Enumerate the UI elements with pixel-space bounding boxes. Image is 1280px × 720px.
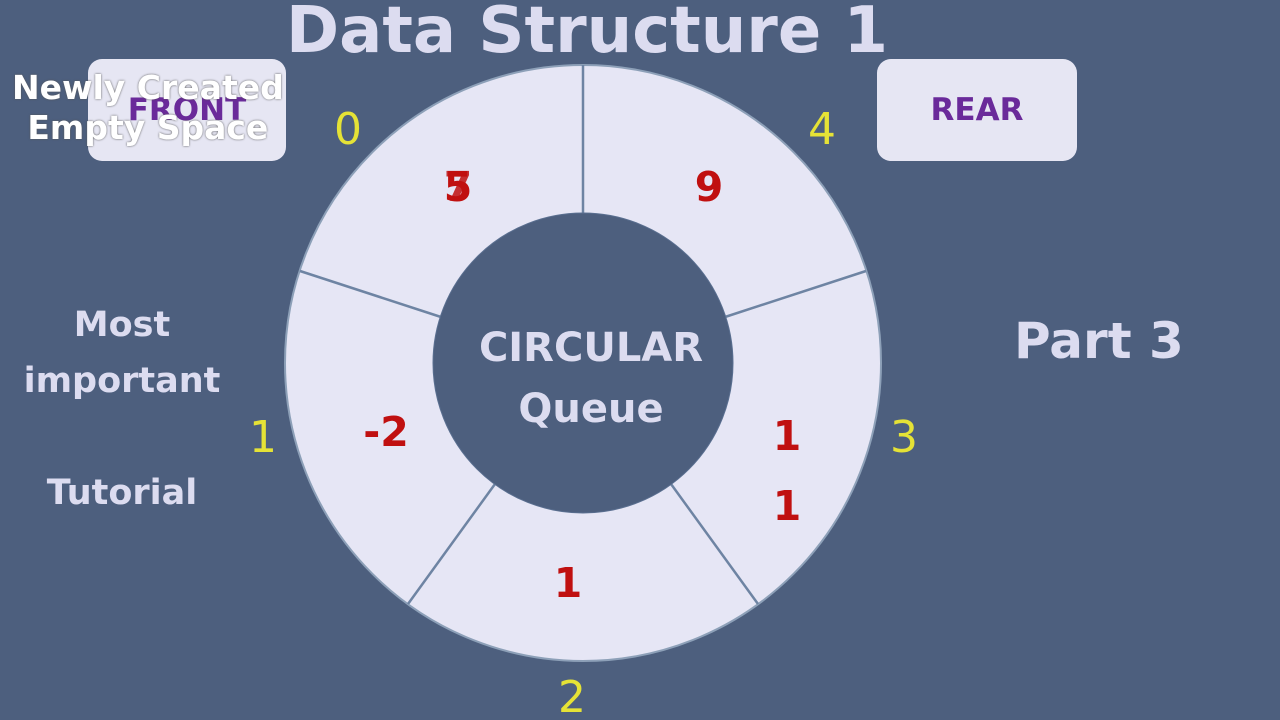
side-line-important: important <box>23 361 221 401</box>
divider-1-0 <box>299 269 442 319</box>
front-label: FRONT <box>127 92 247 128</box>
overlay-line: Newly Created <box>12 68 284 107</box>
slot-2-value: 1 <box>554 559 583 607</box>
slot-0-index: 0 <box>334 104 362 155</box>
divider-3-2 <box>669 483 760 605</box>
slot-1-value: -2 <box>363 408 409 456</box>
ring-dividers <box>299 65 867 605</box>
slot-0-value-new: 7 <box>444 163 473 211</box>
side-line-tutorial: Tutorial <box>46 473 198 513</box>
divider-2-1 <box>406 483 497 605</box>
overlay-line: Empty Space <box>27 108 269 147</box>
divider-4-3 <box>724 269 867 319</box>
slot-4-value: 9 <box>695 163 724 211</box>
ring-inner <box>432 212 734 514</box>
page-title: Data Structure 1 <box>286 0 889 68</box>
overlay-caption: Newly Created Empty Space <box>12 68 284 148</box>
slot-2-index: 2 <box>558 672 586 720</box>
slot-4-index: 4 <box>808 104 836 155</box>
slot-1-index: 1 <box>249 412 277 463</box>
rear-label: REAR <box>930 92 1024 128</box>
front-box: FRONT <box>88 59 286 161</box>
side-line-most: Most <box>73 305 171 345</box>
center-label-circular: CIRCULAR <box>479 325 703 371</box>
part-label: Part 3 <box>1014 312 1184 370</box>
center-label-queue: Queue <box>518 386 663 432</box>
slot-3-value-b: 1 <box>773 482 802 530</box>
slot-3-index: 3 <box>890 412 918 463</box>
slot-3-value-a: 1 <box>773 412 802 460</box>
rear-box: REAR <box>877 59 1077 161</box>
slot-0-value-old: 5 <box>444 163 473 211</box>
